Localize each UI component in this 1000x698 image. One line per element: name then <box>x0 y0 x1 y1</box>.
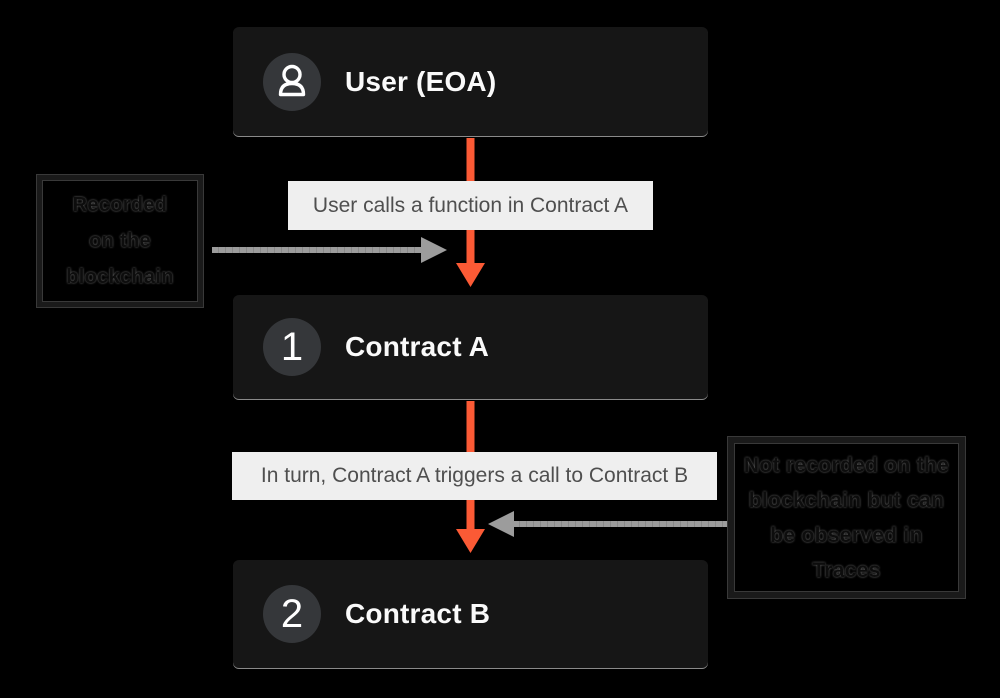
gray-arrow-left-head-icon <box>488 511 514 537</box>
user-avatar-icon <box>278 64 306 96</box>
gray-arrow-right-head-icon <box>421 237 447 263</box>
user-badge <box>263 52 321 111</box>
node-contract-a: 1 Contract A <box>233 295 708 399</box>
node-title-user: User (EOA) <box>345 65 497 97</box>
contract-b-number-badge: 2 <box>263 585 321 643</box>
note-line: Recorded <box>72 194 168 216</box>
node-title-contract-a: Contract A <box>345 331 490 362</box>
note-line: blockchain <box>66 266 174 288</box>
note-line: blockchain but can <box>748 488 945 512</box>
note-line: be observed in <box>770 523 923 547</box>
node-user-eoa: User (EOA) <box>233 27 708 136</box>
note-line: on the <box>89 230 151 252</box>
note-recorded-on-blockchain: Recorded on the blockchain <box>37 175 203 307</box>
contract-a-number-badge: 1 <box>263 318 321 376</box>
node-contract-b: 2 Contract B <box>233 560 708 668</box>
node-title-contract-b: Contract B <box>345 598 491 629</box>
gray-arrow-left-shaft <box>212 247 423 253</box>
gray-arrow-right-shaft <box>513 521 727 527</box>
note-not-recorded-traces: Not recorded on the blockchain but can b… <box>728 437 965 598</box>
note-line: Traces <box>812 558 881 582</box>
note-line: Not recorded on the <box>743 453 950 477</box>
step-label-contract-call: In turn, Contract A triggers a call to C… <box>232 452 717 500</box>
step-label-user-call: User calls a function in Contract A <box>288 181 653 230</box>
